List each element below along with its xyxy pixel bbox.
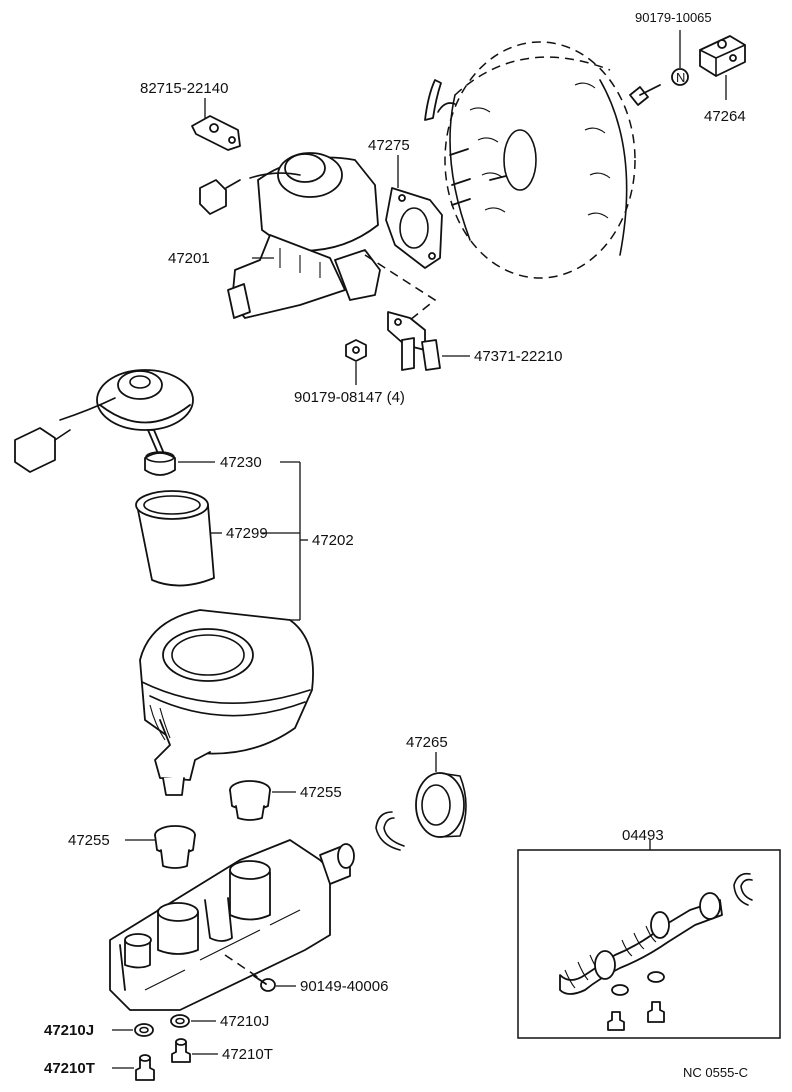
label-47210J-right: 47210J [220, 1013, 269, 1030]
sensor-connector [14, 427, 71, 473]
label-82715-22140: 82715-22140 [140, 80, 228, 97]
label-47371-22210: 47371-22210 [474, 348, 562, 365]
seal-47265 [415, 772, 467, 838]
reservoir-47202 [139, 609, 314, 796]
bleeder-47210T-mid [171, 1038, 191, 1063]
label-47255-right: 47255 [300, 784, 342, 801]
gasket-47275 [385, 187, 443, 269]
strainer-cap-47230 [144, 451, 176, 476]
bleeder-47210T-left [135, 1054, 155, 1081]
grommet-47255-right [229, 780, 271, 821]
label-47201: 47201 [168, 250, 210, 267]
nut-90179-08147 [345, 339, 367, 362]
reservoir-cap [59, 369, 194, 459]
grommet-47255-left [154, 825, 196, 869]
kit-box-04493 [517, 849, 781, 1039]
screw-90149-40006 [224, 954, 276, 992]
bracket-82715 [191, 115, 241, 151]
label-90179-08147: 90179-08147 (4) [294, 389, 405, 406]
label-47299: 47299 [226, 525, 268, 542]
label-47210J-left: 47210J [44, 1022, 94, 1039]
connector-plug [199, 179, 241, 215]
nut-n-marker: N [676, 70, 685, 85]
label-90149-40006: 90149-40006 [300, 978, 388, 995]
strainer-47299 [135, 490, 215, 587]
label-90179-10065: 90179-10065 [635, 10, 712, 25]
label-47210T-left: 47210T [44, 1060, 95, 1077]
washer-47210J-mid [170, 1014, 190, 1028]
kit-bleeders [607, 1001, 665, 1031]
label-47264: 47264 [704, 108, 746, 125]
snap-ring-kit [733, 872, 753, 906]
piston-kit [559, 892, 723, 995]
master-cylinder-small [227, 152, 381, 319]
washer-47210J-left [134, 1023, 154, 1037]
kit-washers [611, 971, 665, 996]
drawing-code: NC 0555-C [683, 1065, 748, 1080]
label-47230: 47230 [220, 454, 262, 471]
master-cylinder-body [109, 839, 355, 1011]
label-47255-left: 47255 [68, 832, 110, 849]
label-47275: 47275 [368, 137, 410, 154]
bracket-47371 [387, 311, 441, 371]
snap-ring-left [375, 811, 405, 851]
label-47210T-right: 47210T [222, 1046, 273, 1063]
label-47265: 47265 [406, 734, 448, 751]
brake-booster [424, 41, 661, 279]
label-04493: 04493 [622, 827, 664, 844]
clevis-47264 [699, 35, 746, 77]
label-47202: 47202 [312, 532, 354, 549]
nut-n: N [671, 68, 689, 86]
